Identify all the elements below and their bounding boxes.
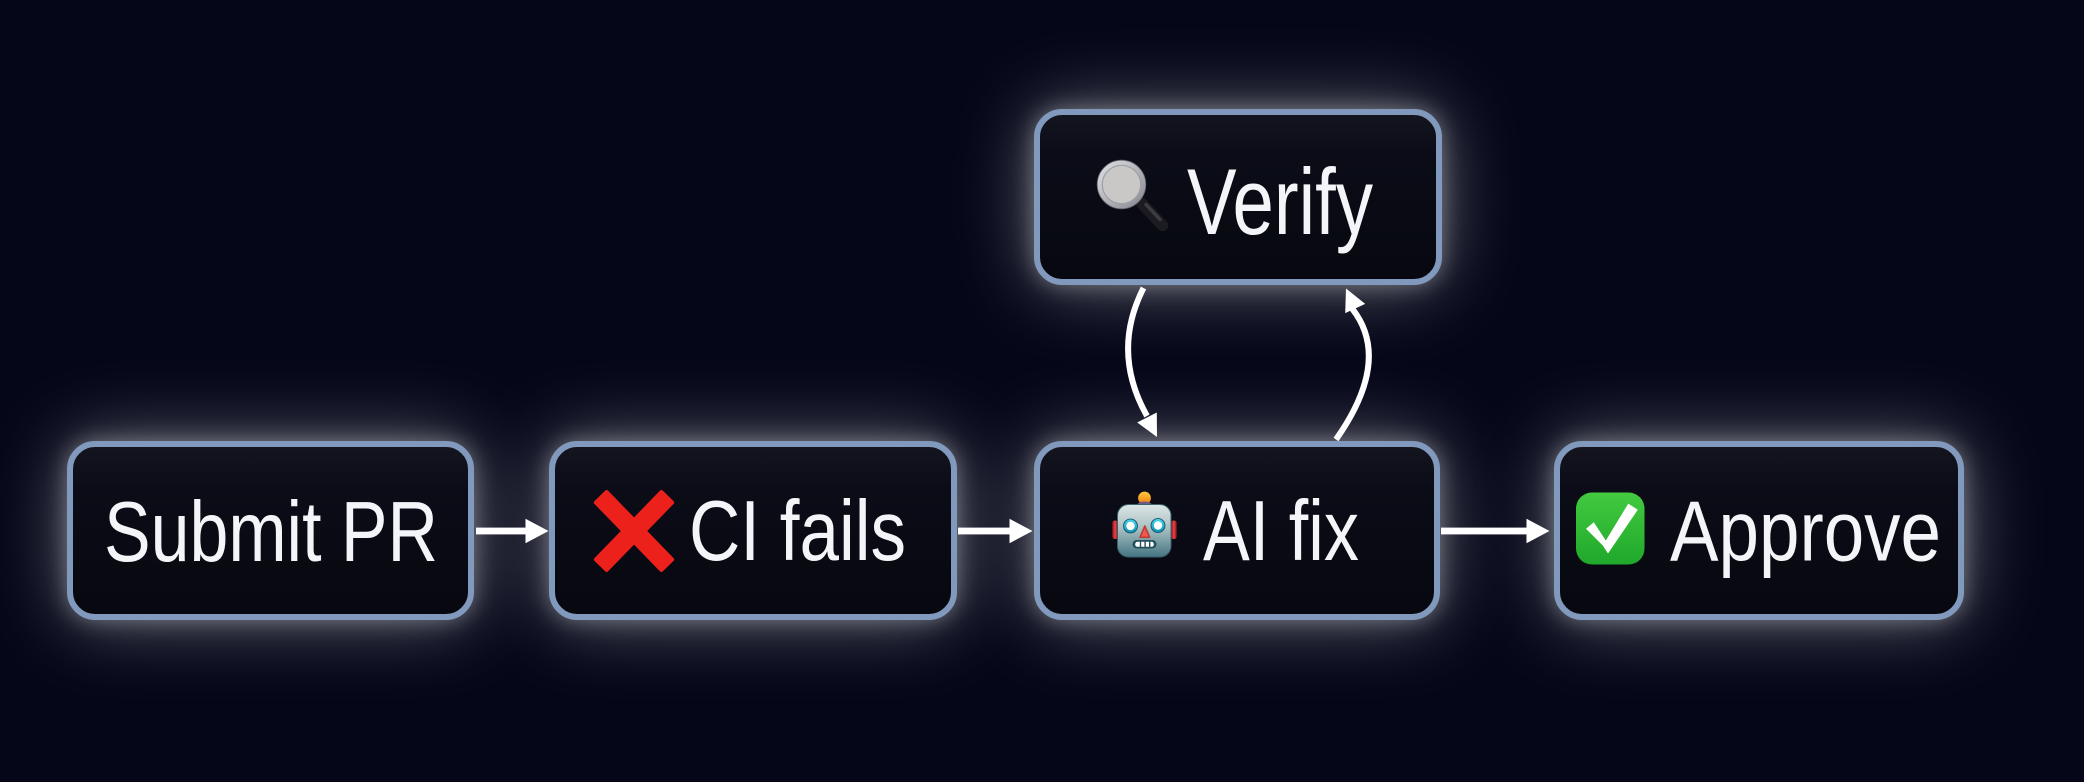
svg-text:Verify: Verify [1187,149,1373,254]
svg-text:Submit PR: Submit PR [104,485,438,580]
svg-text:CI fails: CI fails [689,484,906,579]
svg-text:Approve: Approve [1670,485,1941,580]
svg-text:AI fix: AI fix [1203,484,1359,579]
